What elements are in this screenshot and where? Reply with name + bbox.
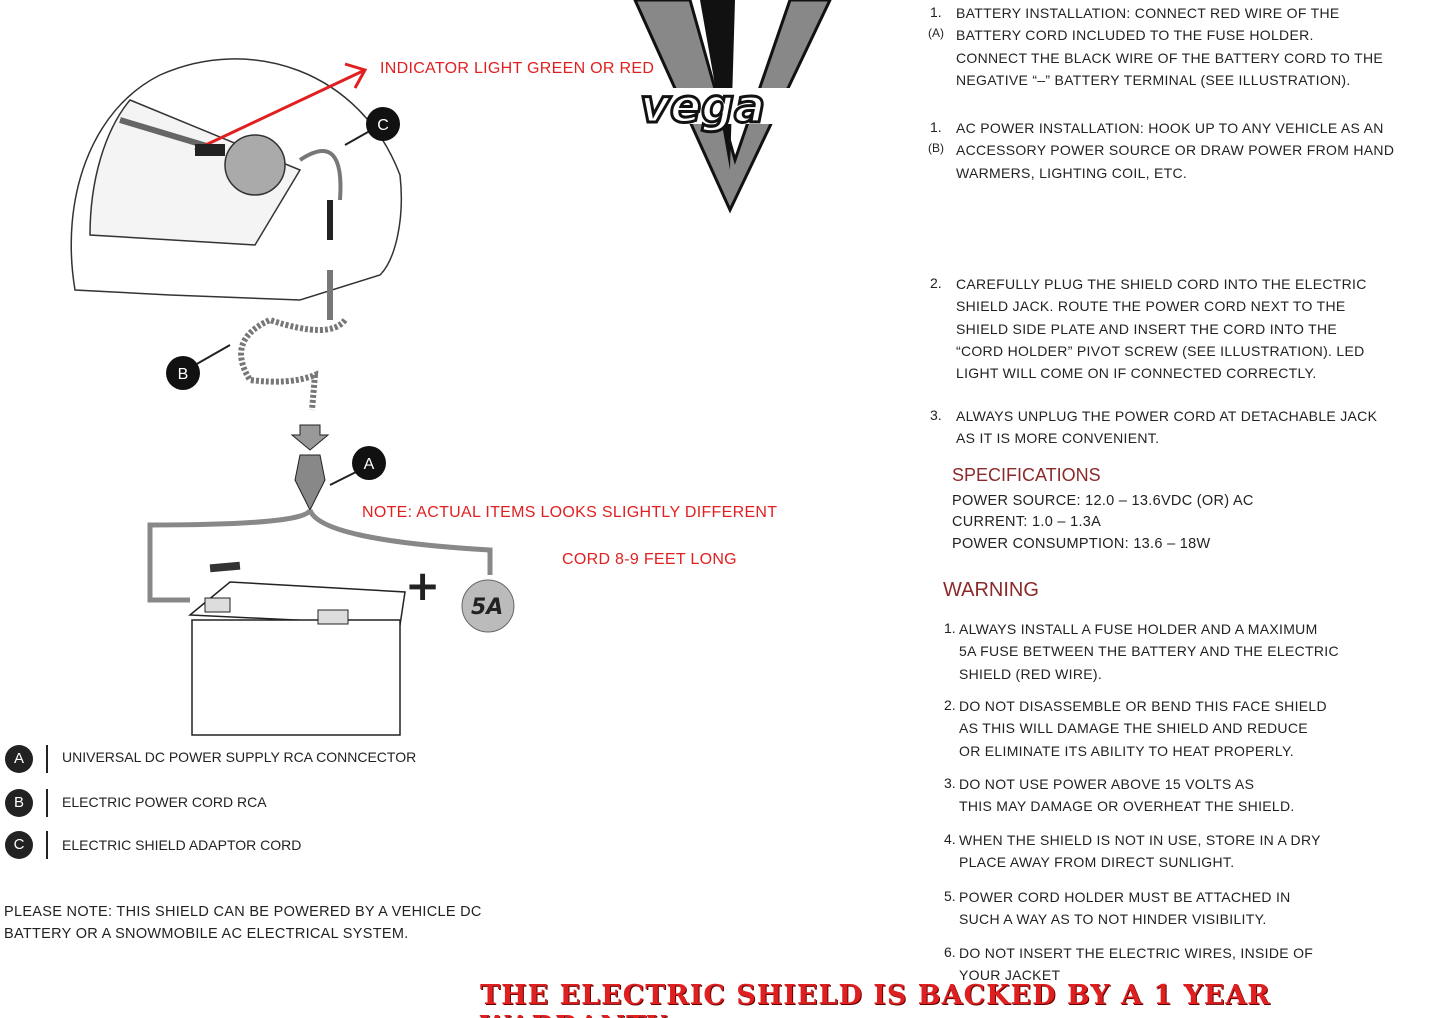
battery-wires — [147, 508, 493, 603]
warning-line: OR ELIMINATE ITS ABILITY TO HEAT PROPERL… — [959, 742, 1294, 759]
warning-line: PLACE AWAY FROM DIRECT SUNLIGHT. — [959, 854, 1235, 871]
instruction-line: BATTERY INSTALLATION: CONNECT RED WIRE O… — [956, 5, 1340, 21]
legend-badge-b: B — [5, 789, 33, 817]
coiled-cord — [238, 316, 348, 411]
warning-number: 2. — [944, 697, 956, 713]
warning-line: 5A FUSE BETWEEN THE BATTERY AND THE ELEC… — [959, 643, 1339, 660]
instruction-line: ALWAYS UNPLUG THE POWER CORD AT DETACHAB… — [956, 408, 1378, 424]
fuse-badge — [461, 579, 515, 633]
callout-c: C — [344, 107, 400, 146]
instruction-line: CONNECT THE BLACK WIRE OF THE BATTERY CO… — [956, 49, 1383, 66]
legend-badge-c: C — [5, 831, 33, 859]
svg-text:A: A — [364, 456, 375, 473]
actual-items-note: NOTE: ACTUAL ITEMS LOOKS SLIGHTLY DIFFER… — [362, 504, 778, 521]
legend-text-b: ELECTRIC POWER CORD RCA — [62, 794, 267, 810]
spec-line: POWER SOURCE: 12.0 – 13.6VDC (OR) AC — [952, 493, 1254, 509]
divider — [46, 789, 48, 817]
instruction-line: WARMERS, LIGHTING COIL, ETC. — [956, 164, 1188, 181]
warning-line: POWER CORD HOLDER MUST BE ATTACHED IN — [959, 889, 1291, 905]
spec-line: POWER CONSUMPTION: 13.6 – 18W — [952, 536, 1211, 552]
instruction-sub: (A) — [928, 26, 944, 40]
warning-number: 5. — [944, 888, 956, 904]
instruction-number: 2. — [930, 275, 942, 291]
warning-line: DO NOT INSERT THE ELECTRIC WIRES, INSIDE… — [959, 945, 1314, 961]
please-note-line: PLEASE NOTE: THIS SHIELD CAN BE POWERED … — [4, 904, 482, 920]
warning-number: 3. — [944, 775, 956, 791]
warning-line: YOUR JACKET — [959, 967, 1061, 984]
warning-line: DO NOT DISASSEMBLE OR BEND THIS FACE SHI… — [959, 698, 1327, 714]
indicator-arrow — [194, 62, 368, 152]
instruction-line: ACCESSORY POWER SOURCE OR DRAW POWER FRO… — [956, 142, 1395, 159]
warranty-banner: THE ELECTRIC SHIELD IS BACKED BY A 1 YEA… — [480, 980, 1271, 1018]
divider — [46, 745, 48, 773]
instruction-number: 3. — [930, 407, 942, 423]
instruction-line: CAREFULLY PLUG THE SHIELD CORD INTO THE … — [956, 276, 1367, 292]
instruction-line: SHIELD SIDE PLATE AND INSERT THE CORD IN… — [956, 320, 1337, 337]
instruction-number: 1. — [930, 119, 942, 135]
callout-b: B — [166, 344, 231, 390]
warning-line: THIS MAY DAMAGE OR OVERHEAT THE SHIELD. — [959, 798, 1295, 815]
instruction-line: “CORD HOLDER” PIVOT SCREW (SEE ILLUSTRAT… — [956, 342, 1365, 359]
warning-number: 4. — [944, 831, 956, 847]
legend-badge-a: A — [5, 745, 33, 773]
instruction-line: NEGATIVE “–” BATTERY TERMINAL (SEE ILLUS… — [956, 71, 1351, 88]
specifications-title: SPECIFICATIONS — [952, 465, 1101, 485]
warning-title: WARNING — [943, 579, 1039, 601]
instruction-line: BATTERY CORD INCLUDED TO THE FUSE HOLDER… — [956, 27, 1314, 44]
warning-line: SUCH A WAY AS TO NOT HINDER VISIBILITY. — [959, 911, 1267, 928]
warning-line: DO NOT USE POWER ABOVE 15 VOLTS AS — [959, 776, 1255, 792]
warning-line: ALWAYS INSTALL A FUSE HOLDER AND A MAXIM… — [959, 621, 1318, 637]
vega-logo: vega — [606, 0, 832, 214]
plus-sign: + — [405, 561, 440, 610]
instruction-line: AS IT IS MORE CONVENIENT. — [956, 430, 1160, 447]
warning-line: AS THIS WILL DAMAGE THE SHIELD AND REDUC… — [959, 720, 1308, 737]
instruction-number: 1. — [930, 4, 942, 20]
svg-text:C: C — [377, 117, 389, 134]
divider — [46, 831, 48, 859]
please-note-line: BATTERY OR A SNOWMOBILE AC ELECTRICAL SY… — [4, 926, 409, 942]
warning-line: WHEN THE SHIELD IS NOT IN USE, STORE IN … — [959, 832, 1321, 848]
instruction-line: SHIELD JACK. ROUTE THE POWER CORD NEXT T… — [956, 298, 1346, 315]
instruction-line: LIGHT WILL COME ON IF CONNECTED CORRECTL… — [956, 365, 1317, 382]
warning-number: 1. — [944, 620, 956, 636]
legend-text-a: UNIVERSAL DC POWER SUPPLY RCA CONNCECTOR — [62, 749, 417, 765]
battery — [188, 581, 406, 736]
wiring-illustration: vega + 5A C B A — [70, 0, 832, 736]
svg-text:B: B — [178, 366, 189, 383]
helmet-drawing — [70, 58, 403, 320]
indicator-note: INDICATOR LIGHT GREEN OR RED — [380, 60, 655, 77]
callout-a: A — [329, 446, 386, 486]
fuse-label: 5A — [471, 595, 503, 620]
svg-text:vega: vega — [640, 79, 765, 133]
legend-text-c: ELECTRIC SHIELD ADAPTOR CORD — [62, 837, 302, 853]
instruction-sub: (B) — [928, 141, 944, 155]
instruction-line: AC POWER INSTALLATION: HOOK UP TO ANY VE… — [956, 120, 1384, 136]
cord-length-note: CORD 8-9 FEET LONG — [562, 551, 737, 568]
warning-number: 6. — [944, 944, 956, 960]
warning-line: SHIELD (RED WIRE). — [959, 665, 1103, 682]
spec-line: CURRENT: 1.0 – 1.3A — [952, 514, 1102, 530]
